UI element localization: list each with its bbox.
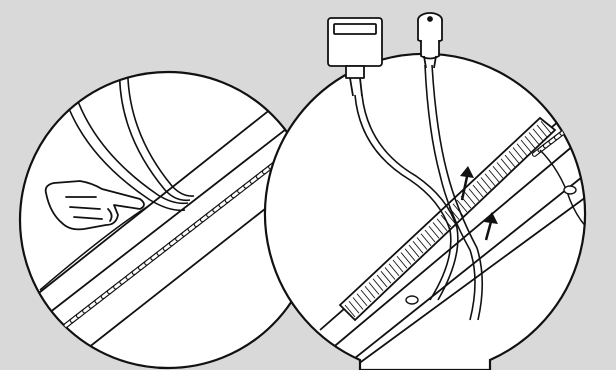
grille-slot [570,113,587,127]
grille-slot [581,105,598,119]
grille-slot [565,118,582,132]
grille-slot [587,101,604,115]
grille-slot [603,88,616,102]
cable-clip-1 [406,296,418,304]
grille-slot [598,92,615,106]
grille-slot [592,97,609,111]
cable-clip-2 [564,186,576,194]
right-detail-panel [265,54,616,370]
grille-slot [576,109,593,123]
